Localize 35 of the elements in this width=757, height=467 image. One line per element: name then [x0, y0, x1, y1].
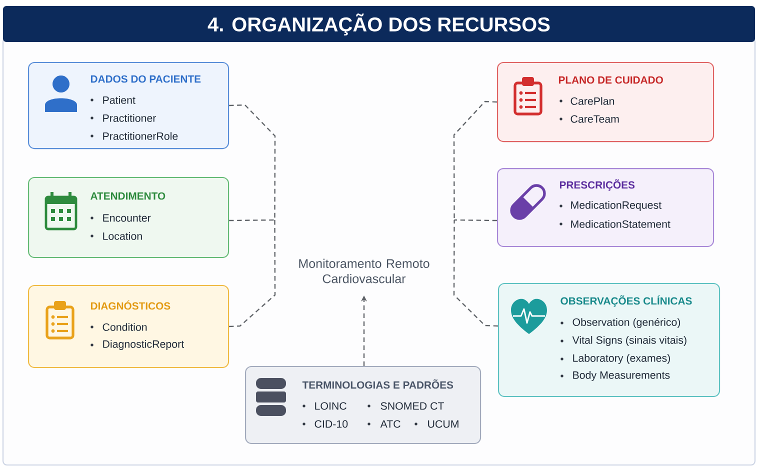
- list-item: Location: [103, 232, 142, 240]
- list-item: PractitionerRole: [103, 132, 178, 140]
- list-item: MedicationRequest: [571, 201, 662, 211]
- card-heading: OBSERVAÇÕES CLÍNICAS: [560, 295, 692, 307]
- card-heading: ATENDIMENTO: [90, 192, 166, 200]
- list-item: Patient: [103, 96, 136, 104]
- list-item: Encounter: [103, 214, 151, 222]
- connector: [229, 219, 275, 222]
- list-item: CareTeam: [570, 115, 619, 123]
- list-item: SNOMED CT: [380, 402, 444, 410]
- list-item: MedicationStatement: [571, 220, 670, 228]
- list-item: Body Measurements: [573, 371, 670, 381]
- card-heading: PLANO DE CUIDADO: [558, 76, 663, 84]
- card-heading: PRESCRIÇÕES: [560, 179, 635, 191]
- list-item: Condition: [102, 323, 147, 331]
- connector: [453, 220, 498, 327]
- list-item: Practitioner: [103, 114, 156, 122]
- title-banner: 4. ORGANIZAÇÃO DOS RECURSOS: [3, 6, 755, 42]
- connector: [453, 100, 498, 220]
- list-item: ATC: [380, 420, 400, 428]
- list-item: Observation (genérico): [572, 318, 680, 328]
- card-heading: DIAGNÓSTICOS: [90, 300, 170, 310]
- card-heading: TERMINOLOGIAS E PADRÕES: [302, 379, 454, 389]
- list-item: DiagnosticReport: [103, 340, 184, 350]
- list-item: CarePlan: [570, 97, 614, 105]
- card-heading: DADOS DO PACIENTE: [90, 75, 201, 83]
- connector: [454, 219, 498, 222]
- list-item: Laboratory (exames): [573, 354, 670, 364]
- list-item: Vital Signs (sinais vitais): [572, 336, 686, 346]
- list-item: CID-10: [314, 420, 348, 428]
- tagline: Monitoramento Remoto Cardiovascular: [299, 258, 430, 284]
- connector: [229, 104, 276, 220]
- list-item: LOINC: [315, 402, 346, 410]
- connector: [229, 220, 276, 328]
- list-item: UCUM: [428, 420, 458, 428]
